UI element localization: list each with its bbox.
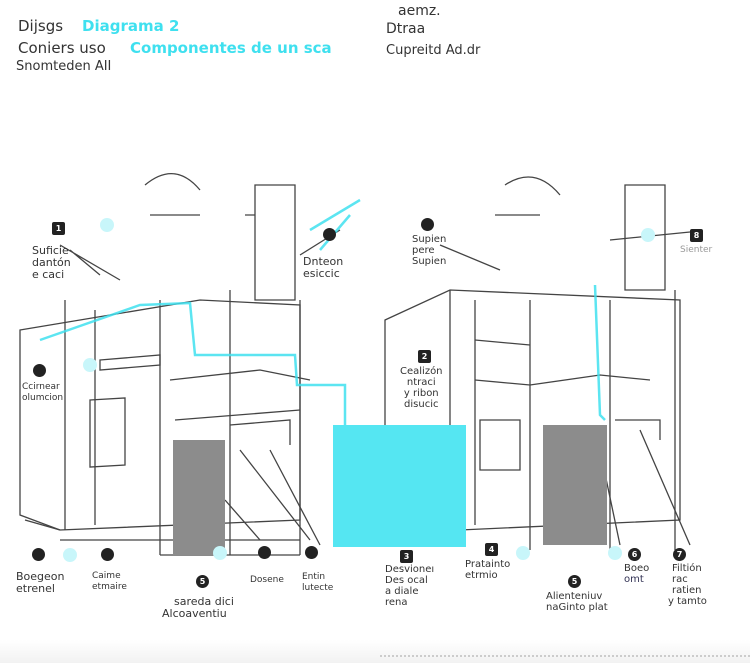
right-header-line-1: aemz. (398, 3, 441, 19)
callout-badge: 6 (628, 548, 641, 561)
callout-badge: 4 (485, 543, 498, 556)
callout-badge (32, 548, 45, 561)
left-waste-bin (173, 440, 225, 555)
diagram-subtitle: Componentes de un sca (130, 39, 332, 57)
footer-band (0, 640, 750, 663)
right-header-line-3: Cupreitd Ad.dr (386, 43, 481, 58)
callout-badge: 2 (418, 350, 431, 363)
left-overlay-subtitle: Coniers uso (18, 39, 106, 57)
left-overlay-caption: Snomteden AII (16, 59, 112, 74)
callout-badge (323, 228, 336, 241)
callout-badge (258, 546, 271, 559)
callout-badge (421, 218, 434, 231)
right-waste-bin (543, 425, 607, 545)
callout-badge: 7 (673, 548, 686, 561)
callout-badge (101, 548, 114, 561)
callout-badge: 5 (196, 575, 209, 588)
callout-badge: 1 (52, 222, 65, 235)
callout-badge: 5 (568, 575, 581, 588)
callout-label: Sienter (680, 245, 713, 255)
left-overlay-title: Dijsgs (18, 17, 64, 35)
left-flow-line (39, 301, 347, 430)
callout-badge: 8 (690, 229, 703, 242)
right-header-line-2: Dtraa (386, 21, 426, 37)
left-tower (245, 184, 296, 301)
callout-badge: 3 (400, 550, 413, 563)
right-flow-line (593, 284, 606, 421)
right-hopper (495, 176, 561, 216)
callout-label: Dosene (250, 575, 284, 585)
right-tower (624, 184, 666, 291)
callout-badge (305, 546, 318, 559)
left-hopper (144, 172, 201, 216)
callout-badge (33, 364, 46, 377)
dotted-divider (380, 655, 750, 659)
diagram-title: Diagrama 2 (82, 17, 180, 35)
water-tank (333, 425, 466, 547)
